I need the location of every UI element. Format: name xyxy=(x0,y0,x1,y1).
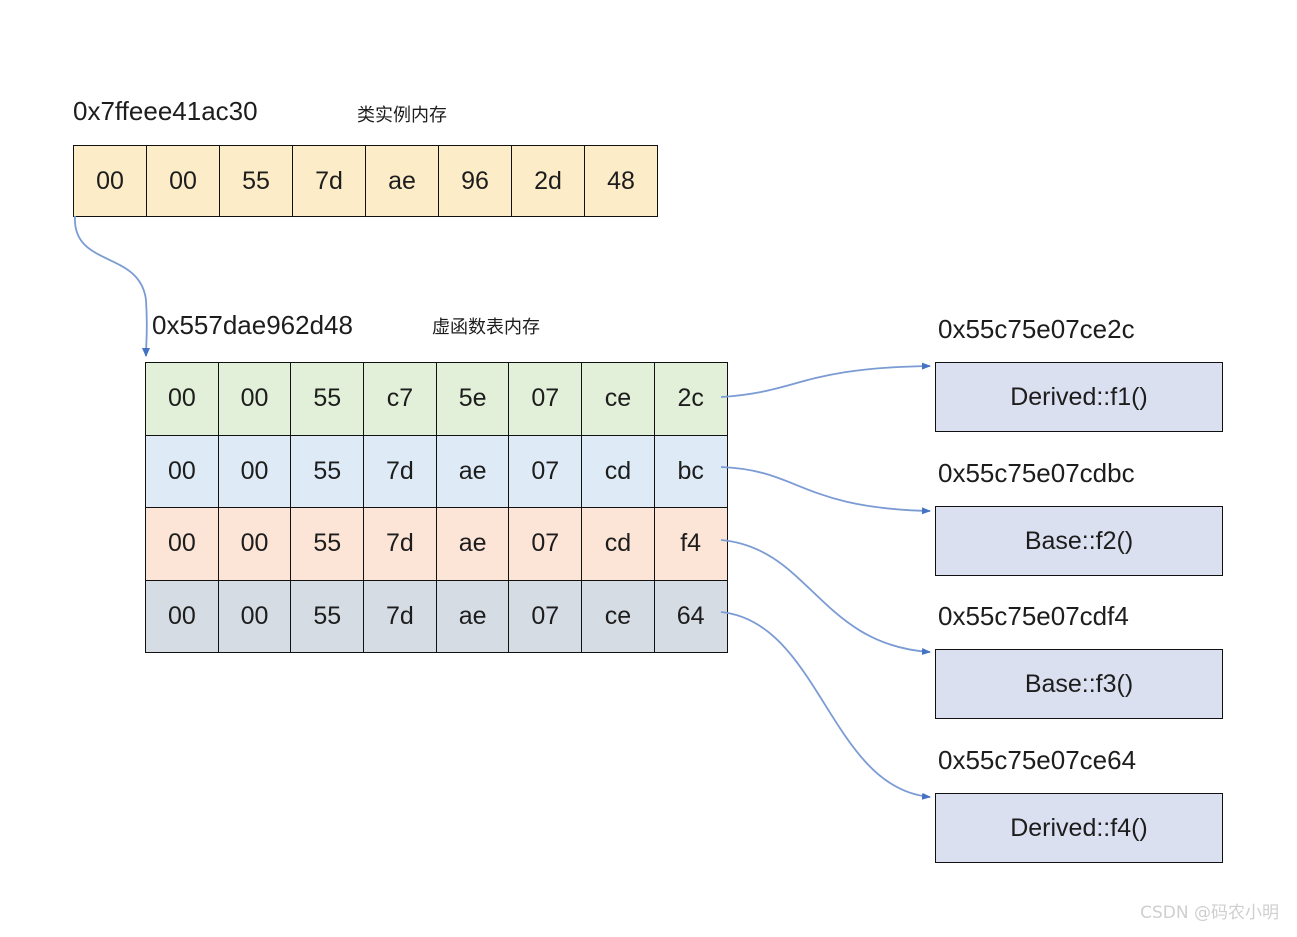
vtable-memory-address: 0x557dae962d48 xyxy=(152,310,353,340)
byte-cell: 00 xyxy=(145,579,219,653)
function-box-label: Derived::f1() xyxy=(1010,382,1148,411)
byte-cell: 96 xyxy=(438,145,512,217)
byte-cell: 07 xyxy=(508,362,583,436)
function-box-f2: Base::f2() xyxy=(935,506,1223,576)
instance-memory-table: 00 00 55 7d ae 96 2d 48 xyxy=(73,145,658,217)
function-box-label: Base::f2() xyxy=(1024,526,1134,555)
arrow-vtable-row3-to-f4 xyxy=(720,611,931,800)
byte-cell: 00 xyxy=(217,579,292,653)
instance-memory-caption: 类实例内存 xyxy=(357,105,447,126)
byte-cell: 00 xyxy=(217,434,292,508)
byte-cell: cd xyxy=(581,507,655,581)
byte-cell: 00 xyxy=(73,145,147,217)
byte-cell: 7d xyxy=(363,579,437,653)
byte-cell: ce xyxy=(581,362,655,436)
byte-cell: 00 xyxy=(146,145,220,217)
byte-cell: 00 xyxy=(145,362,219,436)
byte-cell: 00 xyxy=(217,362,292,436)
byte-cell: c7 xyxy=(363,362,437,436)
byte-cell: 55 xyxy=(290,507,365,581)
table-row: 00 00 55 7d ae 96 2d 48 xyxy=(73,145,658,217)
byte-cell: 7d xyxy=(363,434,437,508)
vtable-memory-caption: 虚函数表内存 xyxy=(432,317,540,338)
function-box-f4: Derived::f4() xyxy=(935,793,1223,863)
instance-memory-address: 0x7ffeee41ac30 xyxy=(73,96,258,126)
byte-cell: ae xyxy=(435,434,510,508)
byte-cell: 2d xyxy=(511,145,585,217)
byte-cell: 2c xyxy=(653,362,728,436)
byte-cell: 07 xyxy=(508,579,583,653)
function-box-f3: Base::f3() xyxy=(935,649,1223,719)
byte-cell: ae xyxy=(365,145,439,217)
byte-cell: ae xyxy=(435,579,510,653)
byte-cell: cd xyxy=(581,434,655,508)
byte-cell: 55 xyxy=(290,434,365,508)
table-row: 00 00 55 7d ae 07 cd bc xyxy=(145,434,728,508)
table-row: 00 00 55 7d ae 07 cd f4 xyxy=(145,507,728,581)
byte-cell: 55 xyxy=(290,579,365,653)
function-address-f3: 0x55c75e07cdf4 xyxy=(938,601,1129,631)
watermark: CSDN @码农小明 xyxy=(1140,903,1279,923)
byte-cell: 55 xyxy=(290,362,365,436)
function-address-f1: 0x55c75e07ce2c xyxy=(938,314,1135,344)
byte-cell: 00 xyxy=(217,507,292,581)
arrow-vtable-row2-to-f3 xyxy=(720,539,931,655)
function-box-f1: Derived::f1() xyxy=(935,362,1223,432)
byte-cell: 55 xyxy=(219,145,293,217)
arrow-vtable-row1-to-f2 xyxy=(720,466,931,515)
byte-cell: 00 xyxy=(145,507,219,581)
byte-cell: f4 xyxy=(653,507,728,581)
function-address-f4: 0x55c75e07ce64 xyxy=(938,745,1137,775)
byte-cell: 64 xyxy=(653,579,728,653)
table-row: 00 00 55 c7 5e 07 ce 2c xyxy=(145,362,728,436)
vtable-memory-table: 00 00 55 c7 5e 07 ce 2c 00 00 55 7d ae 0… xyxy=(145,362,728,653)
byte-cell: bc xyxy=(653,434,728,508)
arrow-instance-to-vtable xyxy=(74,215,151,357)
byte-cell: 5e xyxy=(435,362,510,436)
byte-cell: ce xyxy=(581,579,655,653)
byte-cell: 48 xyxy=(584,145,658,217)
byte-cell: 7d xyxy=(363,507,437,581)
byte-cell: 7d xyxy=(292,145,366,217)
byte-cell: ae xyxy=(435,507,510,581)
arrow-vtable-row0-to-f1 xyxy=(720,362,931,398)
function-box-label: Derived::f4() xyxy=(1010,813,1148,842)
function-box-label: Base::f3() xyxy=(1024,669,1134,698)
byte-cell: 07 xyxy=(508,434,583,508)
byte-cell: 07 xyxy=(508,507,583,581)
table-row: 00 00 55 7d ae 07 ce 64 xyxy=(145,579,728,653)
byte-cell: 00 xyxy=(145,434,219,508)
function-address-f2: 0x55c75e07cdbc xyxy=(938,458,1135,488)
